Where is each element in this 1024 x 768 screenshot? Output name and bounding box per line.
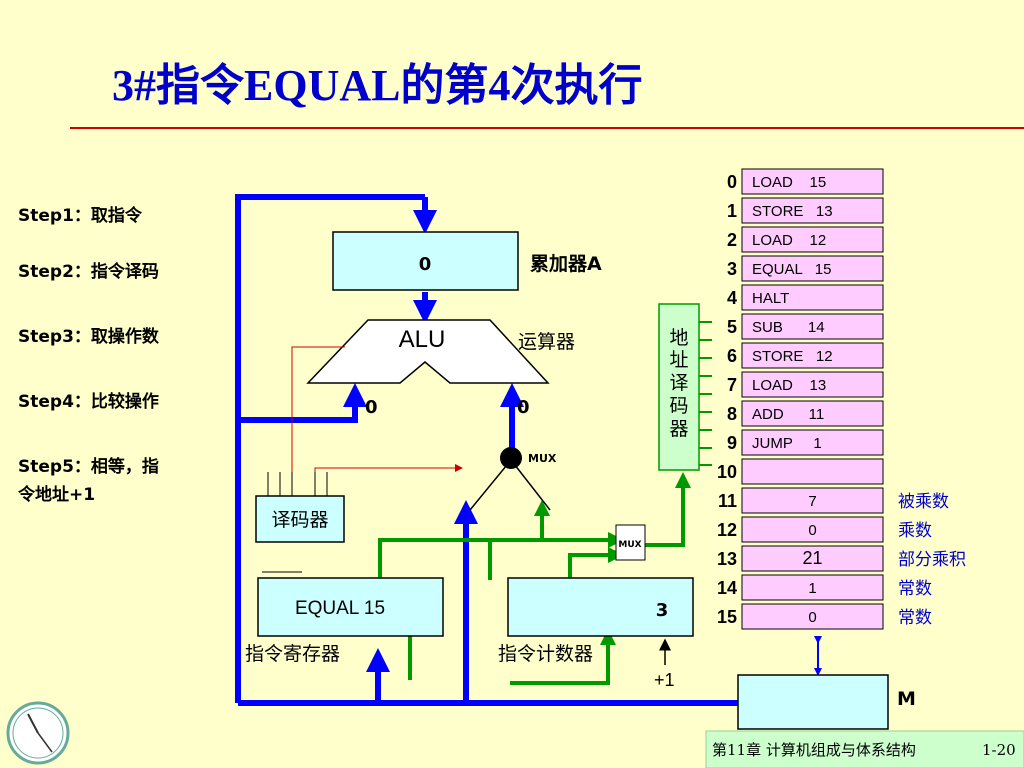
svg-text:地: 地 <box>669 327 688 349</box>
alu-unit <box>306 319 550 384</box>
memory-address: 12 <box>717 520 737 540</box>
memory-address: 11 <box>718 491 737 511</box>
blue-data-bus <box>235 194 740 706</box>
memory-cell <box>741 487 884 514</box>
memory-cell <box>741 458 884 485</box>
step-3: Step3：取操作数 <box>18 326 160 347</box>
memory-address: 15 <box>717 607 737 627</box>
footer-chapter: 第11章 计算机组成与体系结构 <box>712 741 916 759</box>
memory-cell <box>741 197 884 224</box>
memory-content: SUB 14 <box>752 319 825 336</box>
alu-right-input: 0 <box>517 397 530 418</box>
memory-cell <box>741 342 884 369</box>
memory-note: 常数 <box>898 608 932 628</box>
accumulator-register <box>332 231 519 291</box>
step-5-cont: 令地址+1 <box>18 484 95 505</box>
step-4: Step4：比较操作 <box>18 391 159 412</box>
memory-cell <box>741 255 884 282</box>
memory-note: 常数 <box>898 579 932 599</box>
memory-content: JUMP 1 <box>752 435 822 452</box>
memory-content: HALT <box>752 290 789 307</box>
program-counter <box>507 577 694 637</box>
memory-address: 2 <box>727 230 737 250</box>
memory-content: 1 <box>808 580 816 597</box>
accumulator-value: 0 <box>419 254 432 275</box>
memory-cell <box>741 603 884 630</box>
memory-address: 1 <box>727 201 737 221</box>
footer-page: 1-20 <box>982 741 1016 759</box>
memory-address: 7 <box>727 375 737 395</box>
memory-address: 3 <box>727 259 737 279</box>
decoder-inputs <box>262 472 328 573</box>
memory-interface <box>737 674 889 730</box>
memory-content: LOAD 13 <box>752 377 826 394</box>
alu-left-input: 0 <box>365 397 378 418</box>
address-decoder-label: 地 址 译 码 器 <box>669 327 688 440</box>
instruction-register-label: 指令寄存器 <box>245 643 340 665</box>
memory-content: STORE 12 <box>752 348 833 365</box>
svg-text:码: 码 <box>669 395 688 417</box>
memory-address: 4 <box>727 288 737 308</box>
pc-increment: +1 <box>654 670 675 690</box>
svg-text:址: 址 <box>669 349 688 371</box>
memory-content: 0 <box>808 522 816 539</box>
memory-label: M <box>897 688 916 710</box>
memory-cell <box>741 313 884 340</box>
alu-side-label: 运算器 <box>518 331 575 353</box>
step-5: Step5：相等，指 <box>18 456 159 477</box>
memory-address: 8 <box>727 404 737 424</box>
svg-text:器: 器 <box>669 418 688 440</box>
clock-icon <box>6 701 70 765</box>
memory-address: 10 <box>717 462 737 482</box>
memory-address: 9 <box>727 433 737 453</box>
upper-mux-label: MUX <box>528 452 557 465</box>
program-counter-label: 指令计数器 <box>498 643 593 665</box>
memory-cell <box>741 226 884 253</box>
memory-note: 部分乘积 <box>898 550 966 570</box>
memory-address: 0 <box>727 172 737 192</box>
instruction-decoder <box>255 495 345 543</box>
page-title: 3#指令EQUAL的第4次执行 <box>112 61 642 110</box>
memory-content: LOAD 12 <box>752 232 826 249</box>
lower-mux-label: MUX <box>618 540 641 550</box>
memory-note: 乘数 <box>898 521 932 541</box>
address-decoder <box>658 303 700 471</box>
instruction-register-content: EQUAL 15 <box>295 598 385 619</box>
memory-cell <box>741 371 884 398</box>
program-counter-value: 3 <box>656 600 669 621</box>
memory-cell <box>741 574 884 601</box>
accumulator-label: 累加器A <box>530 253 602 275</box>
instruction-register <box>257 577 444 637</box>
alu-label: ALU <box>399 326 446 353</box>
upper-mux: MUX <box>469 447 557 511</box>
decoder-output-ticks <box>699 321 712 466</box>
memory-address: 5 <box>727 317 737 337</box>
memory-content: ADD 11 <box>752 406 824 423</box>
decoder-label: 译码器 <box>271 509 328 531</box>
lower-mux <box>615 524 646 561</box>
memory-cell <box>741 516 884 543</box>
memory-content: STORE 13 <box>752 203 833 220</box>
memory-address: 6 <box>727 346 737 366</box>
memory-content: EQUAL 15 <box>752 261 831 278</box>
memory-content: LOAD 15 <box>752 174 826 191</box>
memory-note: 被乘数 <box>898 492 949 512</box>
step-1: Step1：取指令 <box>18 205 143 226</box>
memory-address: 14 <box>717 578 737 598</box>
step-list: Step1：取指令 Step2：指令译码 Step3：取操作数 Step4：比较… <box>18 205 160 505</box>
memory-content: 7 <box>808 493 816 510</box>
memory-content: 21 <box>802 548 822 568</box>
step-2: Step2：指令译码 <box>18 261 159 282</box>
memory-cell <box>741 400 884 427</box>
memory-unit: 0 LOAD 15 1 STORE 13 2 LOAD 12 3 EQUAL 15 4 HALT 5… <box>717 168 966 630</box>
memory-cell <box>741 429 884 456</box>
memory-cell <box>741 284 884 311</box>
memory-cell <box>741 545 884 572</box>
memory-address: 13 <box>717 549 737 569</box>
memory-cell <box>741 168 884 195</box>
memory-content: 0 <box>808 609 816 626</box>
footer-bar <box>705 730 1024 768</box>
svg-text:译: 译 <box>669 372 688 394</box>
